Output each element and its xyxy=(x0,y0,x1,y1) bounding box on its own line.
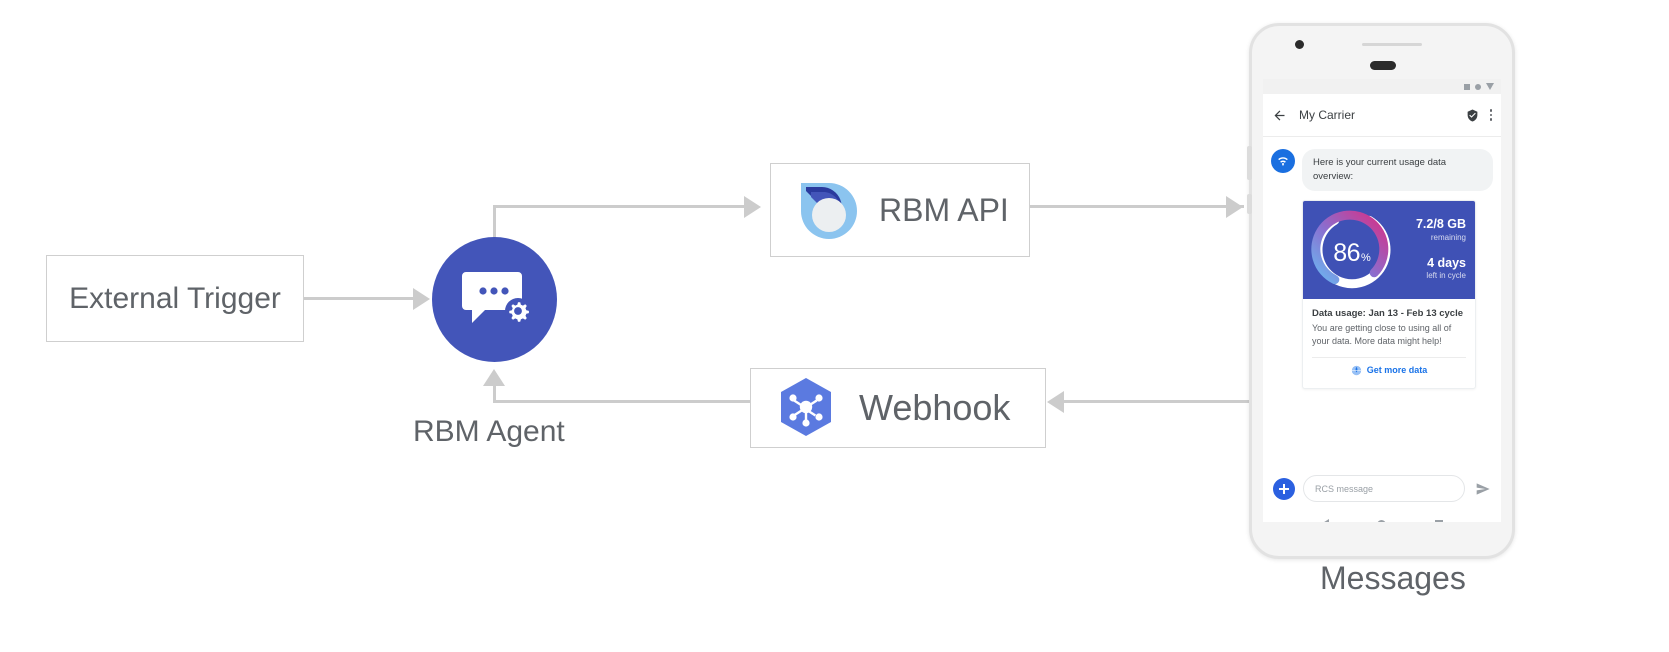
incoming-message-row: Here is your current usage data overview… xyxy=(1271,149,1493,191)
gauge-percent: 86 % xyxy=(1311,209,1393,291)
back-arrow-icon[interactable] xyxy=(1272,108,1287,123)
app-bar: My Carrier xyxy=(1263,94,1501,137)
app-bar-title: My Carrier xyxy=(1299,108,1355,122)
avatar xyxy=(1271,149,1295,173)
node-rbm-agent[interactable] xyxy=(432,237,557,362)
rcs-message-placeholder: RCS message xyxy=(1315,483,1374,494)
webhook-label: Webhook xyxy=(859,387,1011,428)
globe-icon xyxy=(1351,365,1361,375)
connector-phone-to-webhook xyxy=(1060,400,1260,403)
rich-card-body: Data usage: Jan 13 - Feb 13 cycle You ar… xyxy=(1303,299,1475,388)
connector-api-to-phone xyxy=(1029,205,1244,208)
recents-square-icon[interactable] xyxy=(1434,520,1443,522)
external-trigger-label: External Trigger xyxy=(69,281,281,315)
connector-agent-to-api-vertical xyxy=(493,205,496,247)
proximity-sensor-icon xyxy=(1362,43,1422,46)
status-bar xyxy=(1263,79,1501,94)
node-rbm-api[interactable]: RBM API xyxy=(770,163,1030,257)
phone-volume-button[interactable] xyxy=(1247,194,1252,214)
days-left-value: 4 days xyxy=(1427,256,1466,271)
node-external-trigger[interactable]: External Trigger xyxy=(46,255,304,342)
connector-trigger-to-agent-arrowhead xyxy=(413,288,430,310)
connector-api-to-phone-arrowhead xyxy=(1226,196,1243,218)
triangle-down-icon xyxy=(1486,83,1494,90)
send-icon[interactable] xyxy=(1475,481,1491,497)
rich-card-divider xyxy=(1312,356,1466,358)
rbm-api-label: RBM API xyxy=(879,191,1009,228)
message-bubble: Here is your current usage data overview… xyxy=(1302,149,1493,191)
message-composer: RCS message xyxy=(1263,467,1501,510)
conversation-area: Here is your current usage data overview… xyxy=(1263,137,1501,467)
connector-agent-to-api-arrowhead xyxy=(744,196,761,218)
connector-webhook-to-agent-horizontal xyxy=(493,400,750,403)
overflow-menu-icon[interactable] xyxy=(1489,109,1492,121)
gauge-chart: 86 % xyxy=(1311,209,1393,291)
get-more-data-label: Get more data xyxy=(1366,365,1428,376)
connector-agent-to-api-horizontal xyxy=(493,205,746,208)
rcs-message-input[interactable]: RCS message xyxy=(1303,475,1465,502)
webhook-hexagon-icon xyxy=(781,378,831,436)
front-camera-icon xyxy=(1295,40,1304,49)
rich-card-title: Data usage: Jan 13 - Feb 13 cycle xyxy=(1312,307,1464,319)
rbm-api-droplet-icon xyxy=(799,183,857,239)
rich-card[interactable]: 86 % 7.2/8 GB remaining 4 days left in c… xyxy=(1302,199,1476,389)
data-remaining-value: 7.2/8 GB xyxy=(1415,217,1466,232)
connector-webhook-to-agent-vertical xyxy=(493,385,496,401)
rbm-agent-caption: RBM Agent xyxy=(413,415,565,448)
android-phone-mockup: My Carrier xyxy=(1247,23,1515,559)
messages-caption: Messages xyxy=(1320,560,1466,596)
chat-gear-icon xyxy=(461,271,530,324)
android-navigation-bar xyxy=(1263,510,1501,522)
circle-icon xyxy=(1475,83,1481,90)
verified-shield-icon[interactable] xyxy=(1466,109,1479,122)
rich-card-description: You are getting close to using all of yo… xyxy=(1312,322,1452,347)
wifi-signal-icon xyxy=(1278,157,1288,166)
back-triangle-icon[interactable] xyxy=(1321,519,1330,522)
connector-webhook-to-agent-arrowhead xyxy=(483,369,505,386)
get-more-data-button[interactable]: Get more data xyxy=(1312,358,1466,384)
gauge-percent-value: 86 xyxy=(1333,238,1361,267)
phone-power-button[interactable] xyxy=(1247,146,1252,180)
home-circle-icon[interactable] xyxy=(1377,519,1387,522)
data-usage-gauge-panel: 86 % 7.2/8 GB remaining 4 days left in c… xyxy=(1303,200,1475,299)
earpiece-speaker-icon xyxy=(1370,61,1396,70)
square-icon xyxy=(1464,83,1470,90)
node-webhook[interactable]: Webhook xyxy=(750,368,1046,448)
gauge-arc xyxy=(1311,210,1391,288)
plus-icon[interactable] xyxy=(1273,477,1295,500)
connector-trigger-to-agent xyxy=(303,297,415,300)
connector-phone-to-webhook-arrowhead xyxy=(1047,391,1064,413)
days-left-label: left in cycle xyxy=(1426,271,1466,281)
phone-screen: My Carrier xyxy=(1263,79,1501,522)
gauge-stats: 7.2/8 GB remaining 4 days left in cycle xyxy=(1393,217,1469,281)
gauge-percent-symbol: % xyxy=(1361,251,1371,264)
data-remaining-label: remaining xyxy=(1430,232,1466,242)
